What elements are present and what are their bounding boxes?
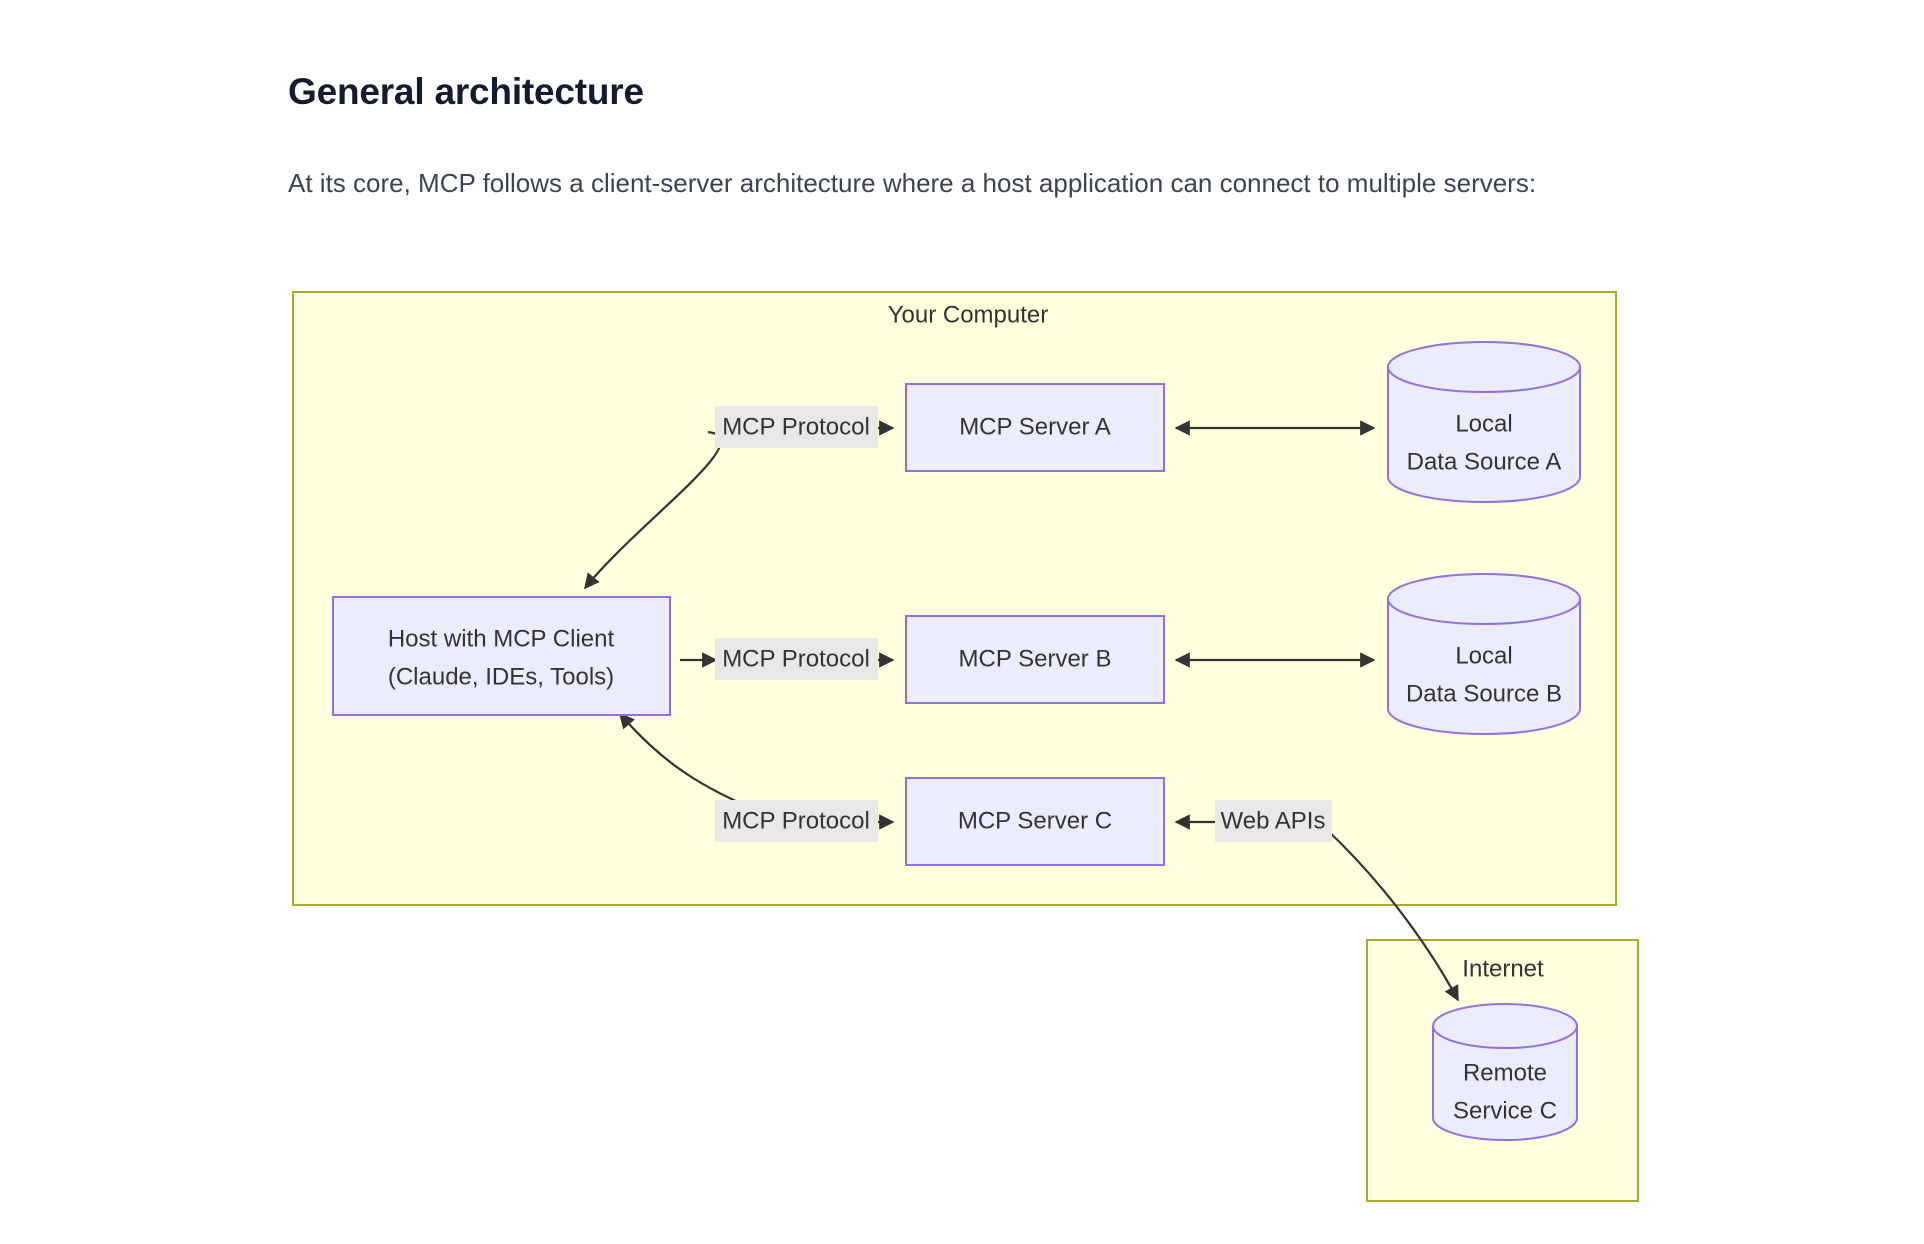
node-server-a[interactable]: MCP Server A [905,383,1165,472]
subgraph-your-computer-title: Your Computer [888,301,1049,328]
node-server-b[interactable]: MCP Server B [905,615,1165,704]
edge-label-host-serverC-text: MCP Protocol [722,807,870,834]
edge-serverC-remoteC [1174,814,1459,1002]
node-source-a[interactable]: Local Data Source A [1387,341,1581,503]
node-server-c[interactable]: MCP Server C [905,777,1165,866]
node-source-b-label-line2: Data Source B [1406,680,1562,707]
node-server-b-label: MCP Server B [959,645,1112,672]
edge-label-host-serverB-text: MCP Protocol [722,645,870,672]
node-host[interactable]: Host with MCP Client (Claude, IDEs, Tool… [332,596,671,716]
edge-label-host-serverB: MCP Protocol [715,638,878,680]
node-source-a-label-line1: Local [1455,410,1512,437]
node-server-c-label: MCP Server C [958,807,1112,834]
node-host-label-line2: (Claude, IDEs, Tools) [388,663,614,690]
node-source-b-label-line1: Local [1455,642,1512,669]
node-server-a-label: MCP Server A [959,413,1111,440]
edge-label-host-serverC: MCP Protocol [715,800,878,842]
node-remote-c-label-line1: Remote [1463,1059,1547,1086]
node-source-b[interactable]: Local Data Source B [1387,573,1581,735]
node-remote-c-label-line2: Service C [1453,1097,1557,1124]
edge-label-host-serverA: MCP Protocol [715,406,878,448]
edge-label-host-serverA-text: MCP Protocol [722,413,870,440]
page-title: General architecture [288,70,644,112]
intro-paragraph: At its core, MCP follows a client-server… [288,168,1537,198]
node-remote-c[interactable]: Remote Service C [1432,1003,1578,1141]
subgraph-internet-title: Internet [1462,955,1544,982]
edge-label-serverC-remoteC: Web APIs [1215,800,1332,842]
edge-label-serverC-remoteC-text: Web APIs [1221,807,1326,834]
node-host-label-line1: Host with MCP Client [388,625,615,652]
node-source-a-label-line2: Data Source A [1407,448,1562,475]
